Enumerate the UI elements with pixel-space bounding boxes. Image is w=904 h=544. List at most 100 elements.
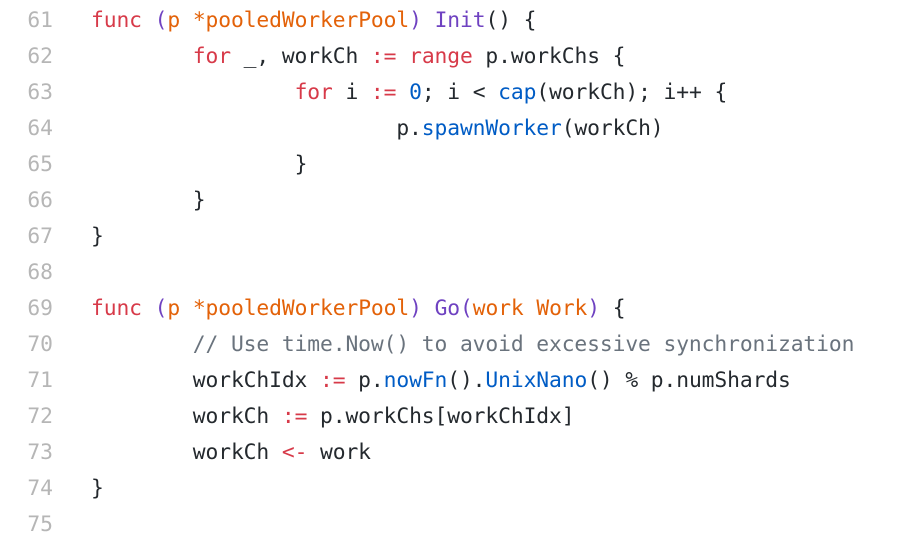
code-token: p — [167, 8, 181, 33]
code-token: (workCh) — [561, 116, 664, 141]
code-token: workChIdx — [192, 368, 320, 393]
code-token: p — [167, 296, 181, 321]
line-number[interactable]: 69 — [27, 296, 53, 321]
code-content: for _, workCh := range p.workChs { — [53, 39, 626, 75]
code-line: 71 workChIdx := p.nowFn().UnixNano() % p… — [0, 363, 904, 399]
code-token — [180, 296, 193, 321]
line-number[interactable]: 68 — [27, 260, 53, 285]
code-token: Work — [536, 296, 588, 321]
line-number[interactable]: 66 — [27, 188, 53, 213]
code-token — [91, 152, 295, 177]
code-line: 67} — [0, 219, 904, 255]
code-line: 64 p.spawnWorker(workCh) — [0, 111, 904, 147]
code-token: ) — [409, 296, 422, 321]
code-content — [53, 255, 91, 291]
code-token: func — [91, 8, 142, 33]
code-token: } — [294, 152, 308, 177]
code-token — [91, 440, 193, 465]
code-token: work — [307, 440, 371, 465]
code-content: } — [53, 219, 104, 255]
code-token: ( — [154, 8, 168, 33]
line-number[interactable]: 61 — [27, 8, 53, 33]
line-number[interactable]: 67 — [27, 224, 53, 249]
code-line: 61 func (p *pooledWorkerPool) Init() { — [0, 3, 904, 39]
code-token — [396, 80, 409, 105]
code-token — [396, 44, 409, 69]
code-line: 62 for _, workCh := range p.workChs { — [0, 39, 904, 75]
code-token: } — [192, 188, 206, 213]
code-token: } — [91, 224, 104, 249]
code-token: () { — [485, 8, 537, 33]
code-token: p.workChs[workChIdx] — [307, 404, 575, 429]
code-line: 63 for i := 0; i < cap(workCh); i++ { — [0, 75, 904, 111]
code-token — [142, 296, 155, 321]
code-token: 0 — [409, 80, 422, 105]
code-token: Go — [434, 296, 461, 321]
code-token: // Use time.Now() to avoid excessive syn… — [192, 332, 855, 357]
code-content — [53, 507, 91, 543]
code-token — [91, 188, 193, 213]
code-content: func (p *pooledWorkerPool) Go(work Work)… — [53, 291, 626, 327]
code-line: 70 // Use time.Now() to avoid excessive … — [0, 327, 904, 363]
code-token: := — [370, 44, 397, 69]
code-token: (workCh); i++ { — [536, 80, 728, 105]
line-number[interactable]: 70 — [27, 332, 53, 357]
code-token: ) — [587, 296, 601, 321]
code-line: 68 — [0, 255, 904, 291]
code-token: (). — [447, 368, 486, 393]
code-token — [91, 44, 193, 69]
code-token: ) — [409, 8, 422, 33]
code-token: ; i < — [421, 80, 499, 105]
code-token: () % p.numShards — [587, 368, 791, 393]
code-content: workChIdx := p.nowFn().UnixNano() % p.nu… — [53, 363, 791, 399]
code-token — [524, 296, 537, 321]
code-line: 65 } — [0, 147, 904, 183]
code-line: 73 workCh <- work — [0, 435, 904, 471]
line-number[interactable]: 72 — [27, 404, 53, 429]
code-token: spawnWorker — [421, 116, 562, 141]
code-token: ( — [460, 296, 473, 321]
code-line: 66 } — [0, 183, 904, 219]
code-token — [91, 116, 396, 141]
code-line: 72 workCh := p.workChs[workChIdx] — [0, 399, 904, 435]
code-token: Init — [434, 8, 486, 33]
code-token: <- — [281, 440, 308, 465]
code-line: 74} — [0, 471, 904, 507]
line-number[interactable]: 75 — [27, 512, 53, 537]
code-content: } — [53, 471, 104, 507]
code-token: { — [600, 296, 626, 321]
code-token: p.workChs { — [472, 44, 626, 69]
code-token: workCh — [192, 440, 282, 465]
code-token — [142, 8, 155, 33]
code-token: := — [370, 80, 397, 105]
line-number[interactable]: 65 — [27, 152, 53, 177]
code-token: ( — [154, 296, 168, 321]
code-token — [91, 368, 193, 393]
code-token — [180, 8, 193, 33]
code-token: _, workCh — [230, 44, 371, 69]
line-number[interactable]: 71 — [27, 368, 53, 393]
code-token: p. — [396, 116, 422, 141]
code-token — [91, 80, 295, 105]
code-token: workCh — [192, 404, 282, 429]
code-content: workCh := p.workChs[workChIdx] — [53, 399, 575, 435]
code-token: := — [320, 368, 346, 393]
line-number[interactable]: 74 — [27, 476, 53, 501]
code-token: i — [332, 80, 371, 105]
code-token: UnixNano — [485, 368, 588, 393]
code-content: for i := 0; i < cap(workCh); i++ { — [53, 75, 728, 111]
line-number[interactable]: 62 — [27, 44, 53, 69]
line-number[interactable]: 63 — [27, 80, 53, 105]
code-token: range — [409, 44, 473, 69]
code-line: 75 — [0, 507, 904, 543]
code-token: *pooledWorkerPool — [192, 296, 410, 321]
code-token — [422, 296, 435, 321]
code-content: // Use time.Now() to avoid excessive syn… — [53, 327, 855, 363]
line-number[interactable]: 64 — [27, 116, 53, 141]
line-number[interactable]: 73 — [27, 440, 53, 465]
code-content: p.spawnWorker(workCh) — [53, 111, 664, 147]
code-token: *pooledWorkerPool — [192, 8, 410, 33]
code-token: for — [294, 80, 333, 105]
